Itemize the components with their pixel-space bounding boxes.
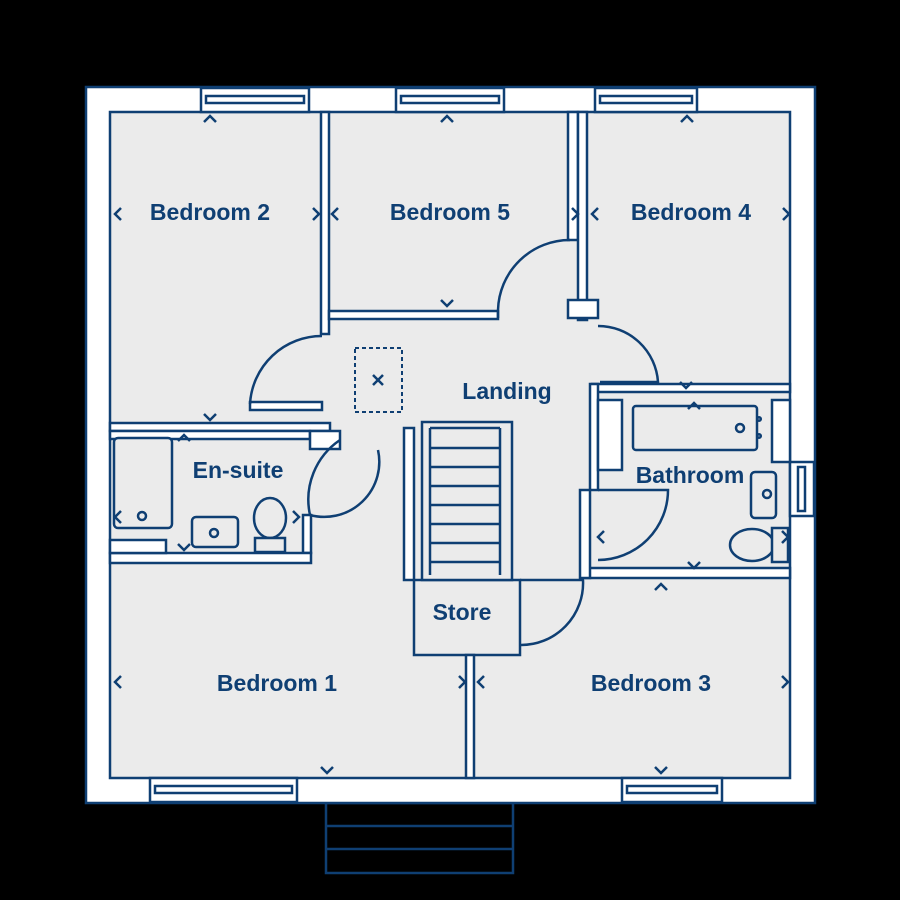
label-store: Store xyxy=(433,599,492,625)
dimension-arrows xyxy=(113,114,791,775)
label-bathroom: Bathroom xyxy=(636,462,745,488)
doors xyxy=(248,238,670,647)
basin-ensuite xyxy=(190,515,240,549)
bathtub-main xyxy=(631,404,763,452)
label-bedroom-2: Bedroom 2 xyxy=(150,199,270,225)
front-steps xyxy=(324,801,515,875)
label-bedroom-3: Bedroom 3 xyxy=(591,670,711,696)
toilet-bathroom xyxy=(728,526,790,564)
loft-hatch xyxy=(354,347,403,413)
internal-walls xyxy=(108,110,792,780)
label-en-suite: En-suite xyxy=(193,457,284,483)
toilet-ensuite xyxy=(252,496,288,554)
bathtub-ensuite xyxy=(112,436,174,530)
label-bedroom-1: Bedroom 1 xyxy=(217,670,337,696)
label-bedroom-5: Bedroom 5 xyxy=(390,199,510,225)
label-bedroom-4: Bedroom 4 xyxy=(631,199,751,225)
windows xyxy=(148,86,816,804)
label-landing: Landing xyxy=(462,378,551,404)
staircase xyxy=(420,420,514,582)
basin-bathroom xyxy=(749,470,778,520)
